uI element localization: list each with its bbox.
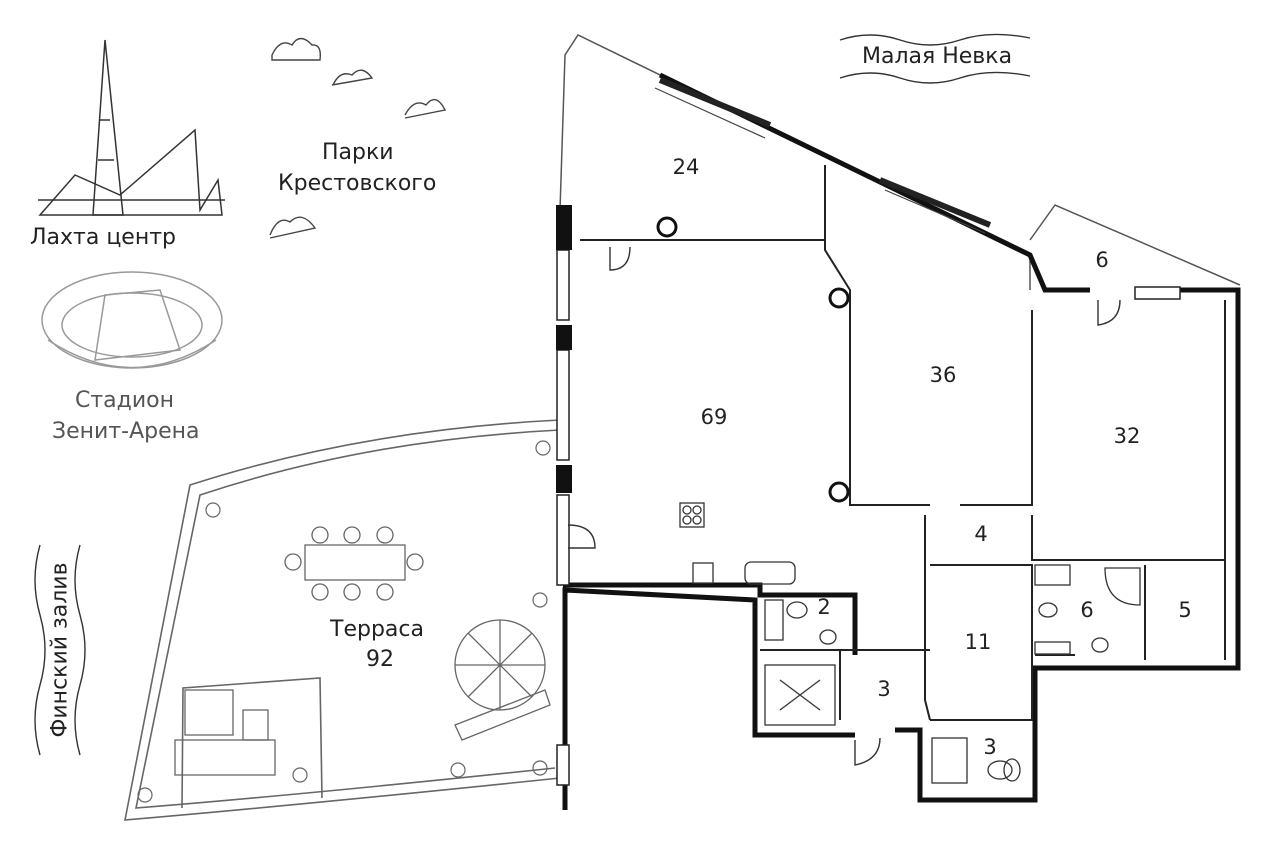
outer-walls <box>562 72 1241 810</box>
parks-label-line2: Крестовского <box>278 171 437 196</box>
room-bedroom-center: 36 <box>929 362 957 387</box>
gulf-label: Финский залив <box>47 562 73 738</box>
room-storage: 3 <box>877 676 891 701</box>
wall-piers <box>556 205 572 493</box>
park-tree-icons <box>269 37 447 239</box>
room-bath-bottom: 3 <box>983 734 997 759</box>
room-closet-right: 5 <box>1178 597 1192 622</box>
lakhta-tower-icon <box>38 39 225 216</box>
room-balcony-right: 6 <box>1095 247 1109 272</box>
room-balcony-top: 24 <box>672 154 700 179</box>
room-wc-small: 2 <box>817 594 831 619</box>
lakhta-label: Лахта центр <box>30 225 177 250</box>
window-diagonal <box>658 77 992 228</box>
plants <box>137 440 551 803</box>
terrace-area: 92 <box>366 647 394 672</box>
balcony-outlines <box>559 34 1241 290</box>
window-diagonal-glass <box>654 87 986 234</box>
terrace-label: Терраса <box>330 617 424 642</box>
inner-walls <box>580 165 1226 721</box>
river-label: Малая Невка <box>862 44 1013 69</box>
doors <box>567 246 1121 766</box>
stadium-icon <box>41 271 223 369</box>
room-bath-right: 6 <box>1080 597 1094 622</box>
fixtures <box>679 502 1141 784</box>
windows <box>556 249 1181 786</box>
gulf-waves <box>34 544 86 756</box>
terrace-furniture <box>174 526 551 776</box>
columns <box>656 216 850 503</box>
room-bedroom-right: 32 <box>1113 423 1141 448</box>
terrace-outline <box>124 419 561 821</box>
room-hall: 4 <box>974 521 988 546</box>
parks-label-line1: Парки <box>322 140 394 165</box>
stadium-label-line1: Стадион <box>75 388 175 413</box>
stadium-label-line2: Зенит-Арена <box>52 419 200 444</box>
river-waves <box>839 33 1031 84</box>
room-kitchen-area: 11 <box>964 629 992 654</box>
room-living: 69 <box>700 404 728 429</box>
